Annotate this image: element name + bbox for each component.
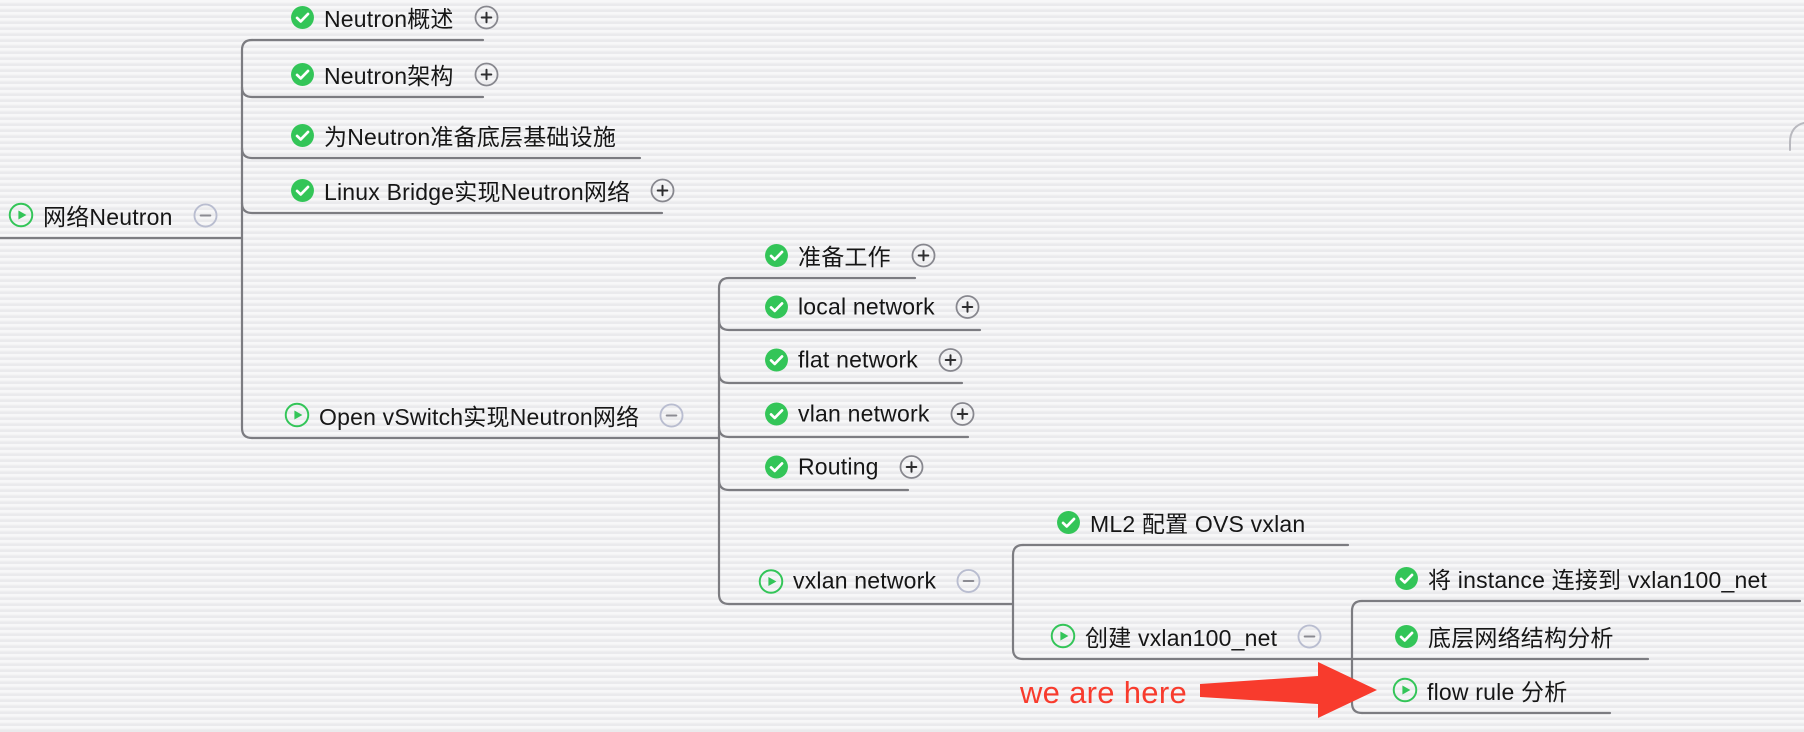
mindmap-node-create-vxlan100-net[interactable]: 创建 vxlan100_net	[1050, 619, 1322, 653]
node-label: local network	[798, 293, 935, 320]
mindmap-node-neutron-architecture[interactable]: Neutron架构	[290, 57, 499, 91]
completed-icon	[764, 455, 789, 480]
mindmap-node-prepare-infrastructure[interactable]: 为Neutron准备底层基础设施	[290, 118, 616, 152]
node-label: flat network	[798, 346, 919, 373]
completed-icon	[1056, 510, 1081, 535]
completed-icon	[290, 178, 315, 203]
completed-icon	[764, 402, 789, 427]
completed-icon	[290, 123, 315, 148]
in-progress-icon	[284, 402, 310, 428]
node-label: Neutron概述	[324, 6, 454, 32]
collapse-button[interactable]	[193, 203, 218, 228]
node-label: 创建 vxlan100_net	[1085, 625, 1278, 651]
node-label: vxlan network	[793, 567, 937, 594]
in-progress-icon	[1050, 623, 1076, 649]
completed-icon	[764, 348, 789, 373]
mindmap-node-vlan-network[interactable]: vlan network	[764, 401, 975, 428]
node-label: Routing	[798, 453, 879, 480]
mindmap-node-open-vswitch[interactable]: Open vSwitch实现Neutron网络	[284, 398, 684, 432]
in-progress-icon	[758, 568, 784, 594]
mindmap-node-neutron-overview[interactable]: Neutron概述	[290, 0, 499, 34]
collapse-button[interactable]	[1297, 624, 1322, 649]
expand-button[interactable]	[474, 62, 499, 87]
we-are-here-label: we are here	[1020, 675, 1188, 710]
expand-button[interactable]	[650, 178, 675, 203]
node-label: vlan network	[798, 400, 930, 427]
mindmap-node-underlay-analysis[interactable]: 底层网络结构分析	[1394, 619, 1614, 653]
mindmap-node-linux-bridge[interactable]: Linux Bridge实现Neutron网络	[290, 173, 675, 207]
expand-button[interactable]	[950, 402, 975, 427]
node-label: Open vSwitch实现Neutron网络	[319, 404, 640, 430]
mindmap-node-preparation[interactable]: 准备工作	[764, 238, 936, 272]
expand-button[interactable]	[474, 5, 499, 30]
mindmap-node-flat-network[interactable]: flat network	[764, 347, 963, 374]
completed-icon	[1394, 624, 1419, 649]
node-label: 底层网络结构分析	[1428, 625, 1614, 651]
node-label: 准备工作	[798, 244, 891, 270]
expand-button[interactable]	[955, 295, 980, 320]
mindmap-node-vxlan-network[interactable]: vxlan network	[758, 568, 981, 595]
collapse-button[interactable]	[659, 403, 684, 428]
expand-button[interactable]	[938, 348, 963, 373]
completed-icon	[764, 243, 789, 268]
expand-button[interactable]	[911, 243, 936, 268]
in-progress-icon	[1392, 677, 1418, 703]
collapse-button[interactable]	[956, 569, 981, 594]
node-label: 将 instance 连接到 vxlan100_net	[1428, 567, 1768, 593]
in-progress-icon	[8, 202, 34, 228]
node-label: Neutron架构	[324, 63, 454, 89]
completed-icon	[1394, 566, 1419, 591]
completed-icon	[290, 62, 315, 87]
expand-button[interactable]	[899, 455, 924, 480]
node-label: ML2 配置 OVS vxlan	[1090, 511, 1306, 537]
node-label: Linux Bridge实现Neutron网络	[324, 179, 631, 205]
node-label: flow rule 分析	[1427, 679, 1568, 705]
mindmap-node-routing[interactable]: Routing	[764, 454, 924, 481]
node-label: 网络Neutron	[43, 204, 173, 230]
mindmap-node-root[interactable]: 网络Neutron	[8, 198, 218, 232]
completed-icon	[290, 5, 315, 30]
completed-icon	[764, 295, 789, 320]
mindmap-node-ml2-ovs-vxlan[interactable]: ML2 配置 OVS vxlan	[1056, 505, 1305, 539]
mindmap-node-connect-instance[interactable]: 将 instance 连接到 vxlan100_net	[1394, 561, 1767, 595]
mindmap-node-local-network[interactable]: local network	[764, 294, 980, 321]
node-label: 为Neutron准备底层基础设施	[324, 124, 617, 150]
mindmap-node-flow-rule-analysis[interactable]: flow rule 分析	[1392, 673, 1567, 707]
